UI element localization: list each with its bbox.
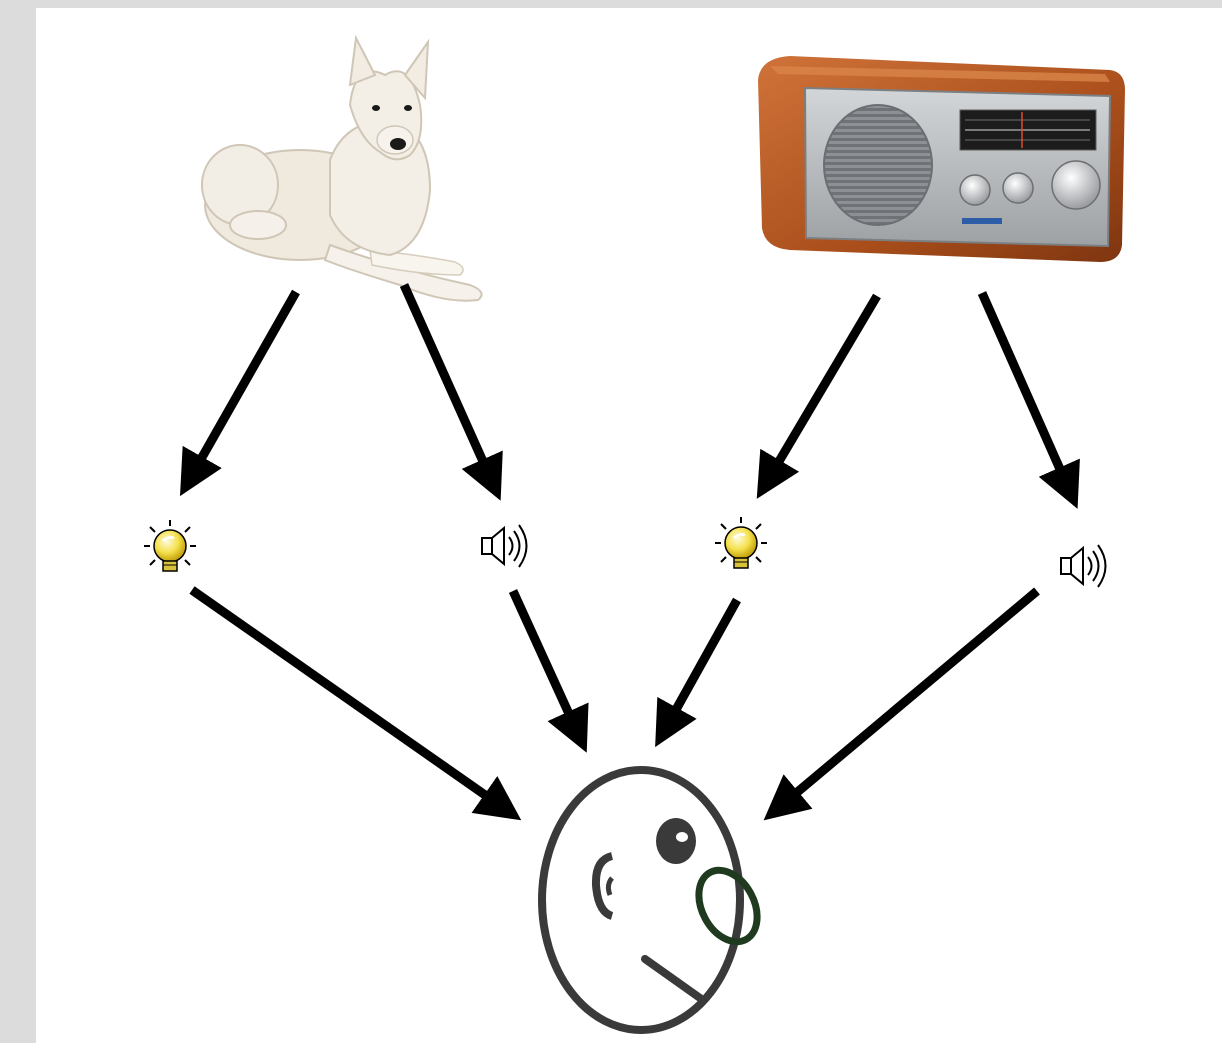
face-nose xyxy=(695,866,761,946)
speaker-icon xyxy=(481,524,528,568)
arrow-sound2-to-face xyxy=(763,587,1040,821)
radio-image xyxy=(758,56,1125,262)
face-eye xyxy=(656,818,696,864)
arrow-light2-to-face xyxy=(655,597,741,748)
speaker-icon xyxy=(1060,544,1107,588)
left-background-strip xyxy=(0,0,36,1043)
face-outline xyxy=(538,766,744,1034)
dog-image xyxy=(201,34,483,302)
lightbulb-icon xyxy=(144,520,196,572)
arrow-dog-to-sound xyxy=(399,283,503,501)
face-icon xyxy=(538,766,761,1034)
arrow-sound1-to-face xyxy=(508,589,589,753)
arrows-source-to-signal xyxy=(179,283,1080,509)
top-background-strip xyxy=(0,0,1222,8)
arrow-dog-to-light xyxy=(179,289,300,497)
face-ear xyxy=(591,852,614,920)
arrow-radio-to-sound xyxy=(977,291,1080,509)
arrow-light1-to-face xyxy=(189,586,522,821)
lightbulb-icon xyxy=(715,517,767,569)
face-mouth xyxy=(641,955,704,1002)
arrow-radio-to-light xyxy=(756,293,881,499)
arrows-signal-to-observer xyxy=(189,586,1040,821)
